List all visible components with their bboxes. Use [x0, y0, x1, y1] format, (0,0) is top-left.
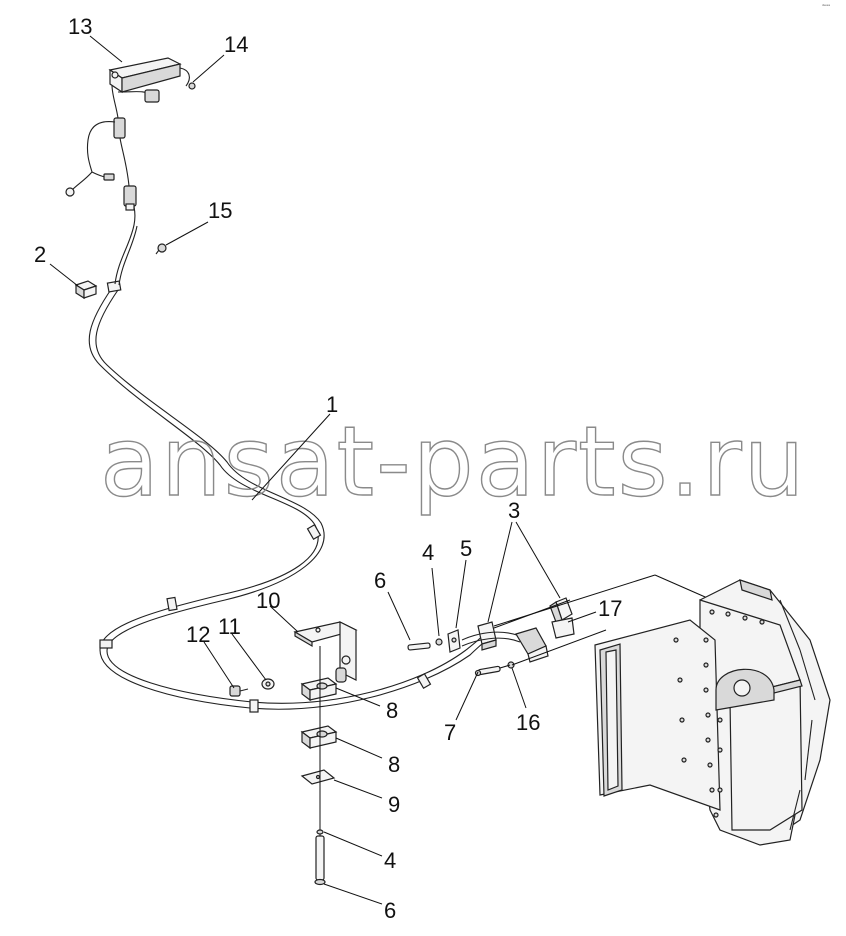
screw-14: [188, 82, 196, 90]
callout-12: 12: [186, 622, 210, 647]
watermark: ansat-parts.ru: [100, 406, 807, 518]
leader-lines: [49, 35, 597, 905]
callout-11: 11: [218, 614, 241, 639]
callout-4-upper: 4: [422, 540, 434, 565]
callout-8-lower: 8: [388, 752, 400, 777]
washer-11: [261, 678, 275, 690]
washer-4a: [435, 638, 443, 646]
clamp-block-8b: [300, 725, 338, 750]
bracket-10: [293, 621, 358, 683]
callout-9: 9: [388, 792, 400, 817]
washer-4b: [316, 829, 324, 835]
bolt-7: [474, 665, 501, 677]
callout-6-lower: 6: [384, 898, 396, 923]
callouts: 13 14 15 2 1 3 4 5 6 10 17 11 12 8 7 16 …: [34, 14, 622, 923]
callout-2: 2: [34, 242, 46, 267]
module-13: [108, 57, 190, 94]
callout-1: 1: [326, 392, 338, 417]
callout-4-lower: 4: [384, 848, 396, 873]
callout-13: 13: [68, 14, 92, 39]
callout-8-upper: 8: [386, 698, 398, 723]
clamp-block-8a: [300, 677, 338, 702]
bolt-6b: [314, 835, 326, 886]
screw-15: [155, 243, 167, 255]
bolt-12: [229, 685, 249, 697]
washer-16: [507, 661, 515, 669]
wiring-harness: [65, 84, 493, 713]
callout-10: 10: [256, 588, 280, 613]
callout-7: 7: [444, 720, 456, 745]
callout-15: 15: [208, 198, 232, 223]
callout-6-upper: 6: [374, 568, 386, 593]
plate-9: [300, 769, 336, 785]
clip-2: [74, 280, 98, 300]
label-17: [551, 617, 575, 639]
callout-16: 16: [516, 710, 540, 735]
callout-3: 3: [508, 498, 520, 523]
callout-14: 14: [224, 32, 248, 57]
sensor-connector: [461, 627, 549, 663]
housing-bolts: [673, 609, 765, 818]
callout-5: 5: [460, 536, 472, 561]
housing-assembly: [594, 579, 831, 846]
bolt-6a: [407, 642, 431, 651]
corner-mark: ᵈᵉᵃᵃ: [822, 4, 830, 10]
callout-17: 17: [598, 596, 622, 621]
clamp-5: [447, 629, 461, 653]
